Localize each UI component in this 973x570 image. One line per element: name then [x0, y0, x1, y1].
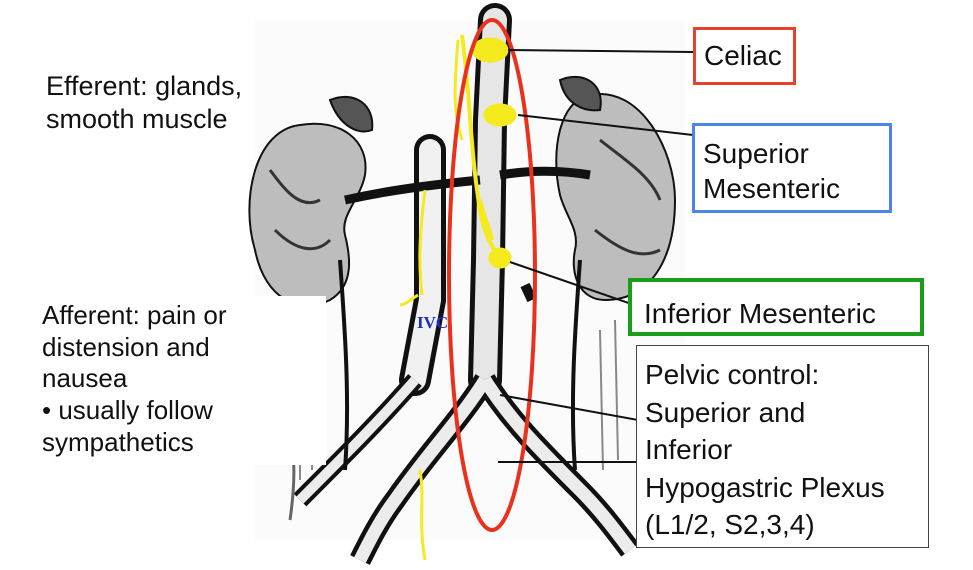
pelvic-control-label-box: Pelvic control: Superior and Inferior Hy…: [636, 345, 929, 548]
superior-mesenteric-ganglion: [483, 103, 517, 127]
afferent-line-2: distension and: [42, 331, 210, 362]
superior-mesenteric-line-1: Superior: [703, 138, 809, 169]
afferent-line-4: • usually follow: [42, 395, 213, 426]
pelvic-line-1: Pelvic control:: [645, 359, 820, 390]
celiac-leader: [507, 49, 694, 53]
celiac-label: Celiac: [704, 40, 782, 71]
highlight-oval: [447, 18, 537, 532]
leader-lines: [498, 49, 694, 463]
celiac-ganglion: [471, 37, 509, 63]
pelvic-line-3: Inferior: [645, 434, 733, 466]
pelvic-leader-upper: [499, 394, 639, 421]
pelvic-line-2: Superior and: [645, 396, 806, 428]
efferent-line-1: Efferent: glands,: [46, 71, 243, 101]
superior-mesenteric-line-2: Mesenteric: [703, 173, 840, 204]
efferent-note: Efferent: glands, smooth muscle: [42, 68, 249, 138]
efferent-line-2: smooth muscle: [46, 103, 228, 134]
celiac-label-box: Celiac: [693, 27, 796, 85]
inferior-mesenteric-label-box: Inferior Mesenteric: [628, 278, 924, 336]
pelvic-line-5: (L1/2, S2,3,4): [645, 509, 815, 541]
afferent-line-3: nausea: [42, 363, 128, 394]
afferent-line-1: Afferent: pain or: [42, 300, 227, 330]
superior-mesenteric-leader: [517, 114, 694, 136]
inferior-mesenteric-label: Inferior Mesenteric: [644, 298, 876, 329]
superior-mesenteric-label-box: Superior Mesenteric: [692, 123, 892, 213]
ivc-label: IVC: [417, 313, 449, 332]
pelvic-line-4: Hypogastric Plexus: [645, 471, 885, 503]
left-kidney: [248, 122, 367, 307]
afferent-note: Afferent: pain or distension and nausea …: [38, 296, 326, 465]
inferior-mesenteric-leader: [509, 261, 644, 309]
afferent-line-5: sympathetics: [42, 426, 194, 457]
